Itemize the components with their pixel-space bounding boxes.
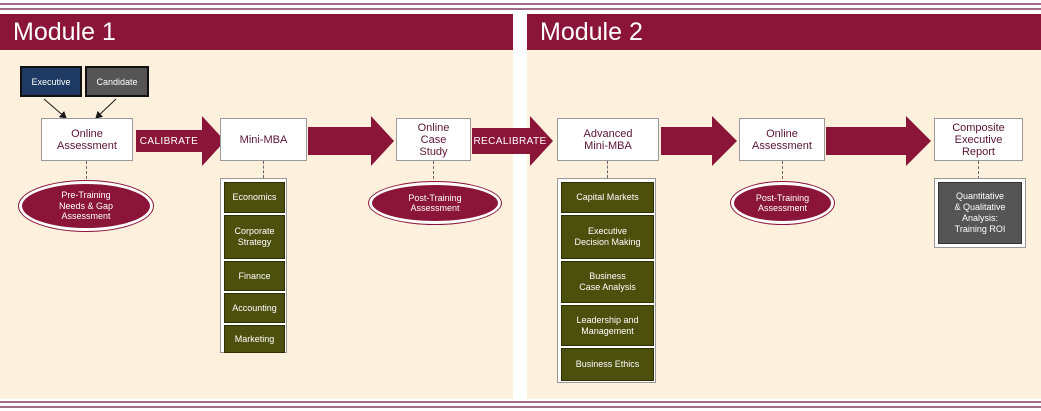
mini-mba-box: Mini-MBA bbox=[220, 118, 307, 161]
module2-header: Module 2 bbox=[527, 14, 1041, 50]
dash-connector-1 bbox=[86, 161, 87, 179]
post-training-ellipse-1: Post-Training Assessment bbox=[369, 182, 501, 224]
module1-header: Module 1 bbox=[0, 14, 513, 50]
dash-connector-2 bbox=[263, 161, 264, 178]
topic-economics: Economics bbox=[224, 182, 285, 213]
online-assessment-box: Online Assessment bbox=[41, 118, 133, 161]
recalibrate-arrow bbox=[472, 116, 553, 166]
mini-mba-topics: Economics Corporate Strategy Finance Acc… bbox=[220, 178, 287, 353]
topic-accounting: Accounting bbox=[224, 293, 285, 323]
bottom-stripe bbox=[0, 401, 1041, 403]
topic-marketing: Marketing bbox=[224, 325, 285, 353]
recalibrate-label: RECALIBRATE bbox=[473, 135, 547, 147]
composite-report-box: Composite Executive Report bbox=[934, 118, 1023, 161]
top-stripe bbox=[0, 3, 1041, 5]
dash-connector-4 bbox=[607, 161, 608, 178]
executive-box: Executive bbox=[20, 66, 82, 97]
topic-business-ethics: Business Ethics bbox=[561, 348, 654, 381]
topic-finance: Finance bbox=[224, 261, 285, 291]
executive-connector bbox=[43, 98, 67, 119]
topic-corporate-strategy: Corporate Strategy bbox=[224, 215, 285, 259]
pre-training-ellipse: Pre-Training Needs & Gap Assessment bbox=[19, 181, 153, 231]
calibrate-arrow bbox=[136, 116, 225, 166]
candidate-connector bbox=[95, 98, 117, 119]
arrow-to-online-assessment bbox=[661, 116, 737, 166]
advanced-mini-mba-box: Advanced Mini-MBA bbox=[557, 118, 659, 161]
calibrate-label: CALIBRATE bbox=[139, 135, 199, 147]
topic-business-case-analysis: Business Case Analysis bbox=[561, 261, 654, 303]
advanced-mini-mba-topics: Capital Markets Executive Decision Makin… bbox=[557, 178, 656, 383]
top-stripe-2 bbox=[0, 8, 1041, 10]
online-case-study-box: Online Case Study bbox=[396, 118, 471, 161]
analysis-stack: Quantitative & Qualitative Analysis: Tra… bbox=[934, 178, 1026, 248]
dash-connector-6 bbox=[978, 161, 979, 179]
dash-connector-5 bbox=[782, 161, 783, 179]
topic-capital-markets: Capital Markets bbox=[561, 182, 654, 213]
topic-executive-decision-making: Executive Decision Making bbox=[561, 215, 654, 259]
analysis-box: Quantitative & Qualitative Analysis: Tra… bbox=[938, 182, 1022, 244]
arrow-to-composite-report bbox=[826, 116, 931, 166]
topic-leadership-and-management: Leadership and Management bbox=[561, 305, 654, 346]
post-training-ellipse-2: Post-Training Assessment bbox=[731, 182, 834, 224]
candidate-box: Candidate bbox=[85, 66, 149, 97]
bottom-stripe-2 bbox=[0, 406, 1041, 408]
arrow-to-case-study bbox=[308, 116, 394, 166]
dash-connector-3 bbox=[433, 161, 434, 179]
online-assessment-2-box: Online Assessment bbox=[739, 118, 825, 161]
